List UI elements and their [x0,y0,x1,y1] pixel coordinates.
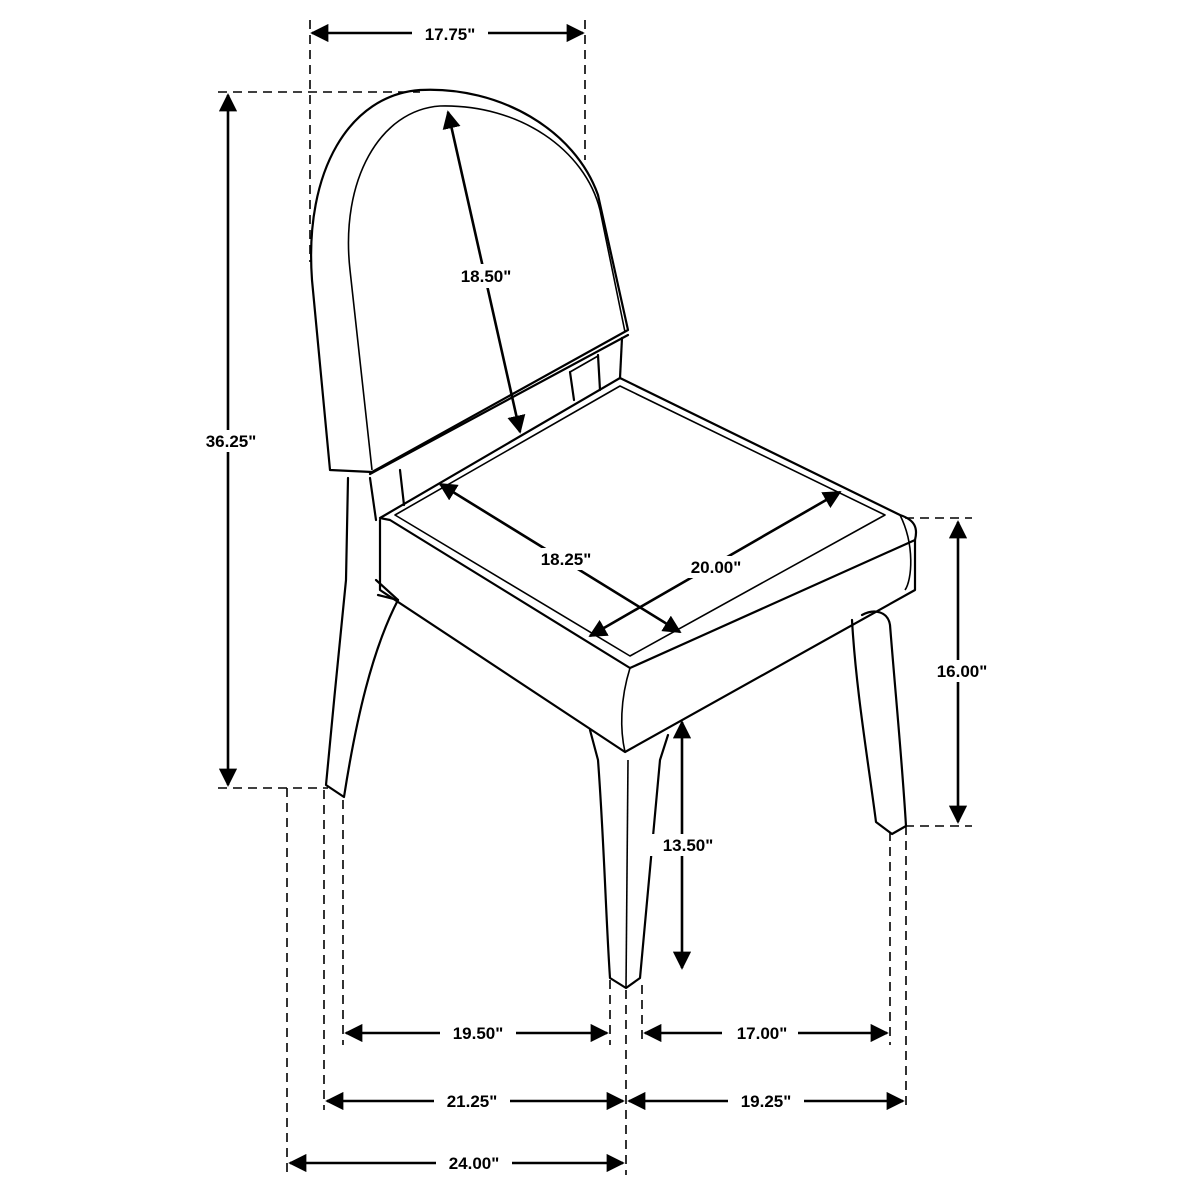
label-back-height: 18.50" [461,267,512,286]
label-back-width: 17.75" [425,25,476,44]
leg-front-center [588,728,670,990]
label-mid-left: 21.25" [447,1092,498,1111]
label-seat-height: 16.00" [937,662,988,681]
extension-lines [218,20,972,1175]
back-post-right [568,370,576,402]
label-overall-height: 36.25" [206,432,257,451]
label-front-left: 19.50" [453,1024,504,1043]
back-post-left [398,468,406,507]
label-mid-right: 19.25" [741,1092,792,1111]
label-seat-depth: 20.00" [691,558,742,577]
dimension-labels: 17.75" 36.25" 18.50" 18.25" 20.00" 16.00… [196,22,998,1174]
backrest-inner [347,105,626,471]
leg-back-left [324,476,400,799]
label-leg-height: 13.50" [663,836,714,855]
seat-top [378,376,918,670]
label-front-right: 17.00" [737,1024,788,1043]
label-seat-width: 18.25" [541,550,592,569]
dimension-arrows [218,23,968,1173]
label-overall-depth: 24.00" [449,1154,500,1173]
backrest-outer [310,88,630,474]
chair-outline [310,88,918,990]
leg-right [850,610,908,836]
